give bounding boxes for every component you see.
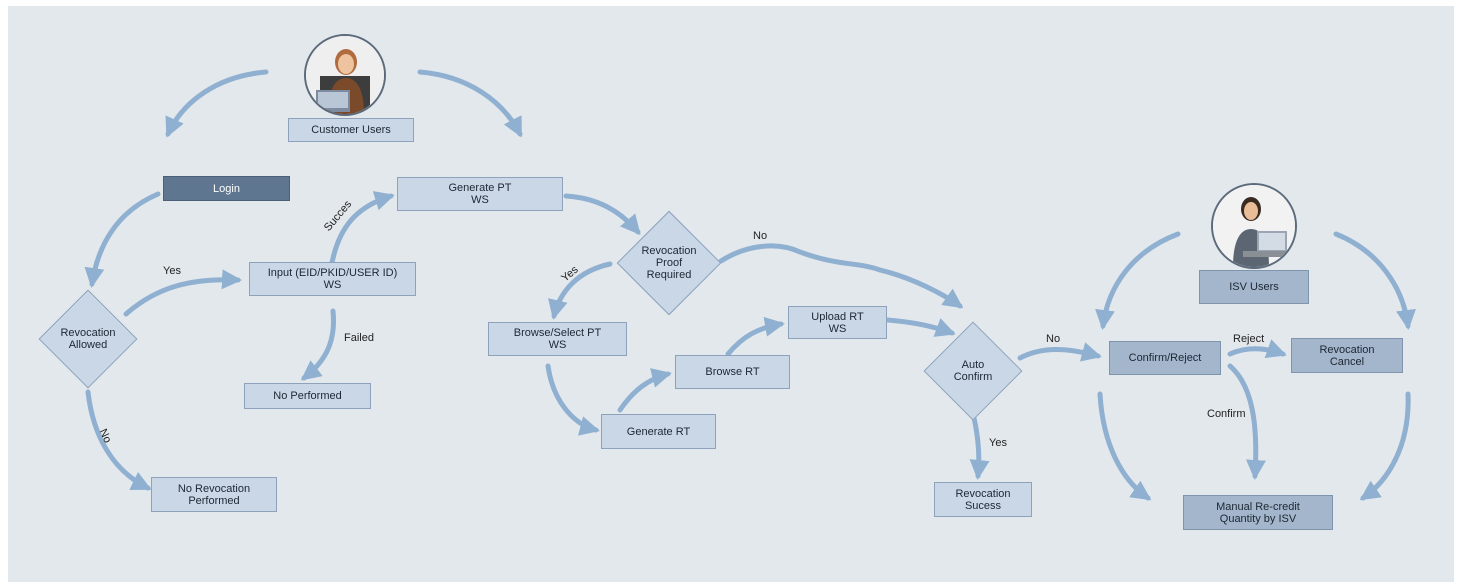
- no-revocation-performed-node: No Revocation Performed: [151, 477, 277, 512]
- revocation-allowed-label: Revocation Allowed: [60, 327, 116, 351]
- generate-pt-ws-node: Generate PT WS: [397, 177, 563, 211]
- failed-label: Failed: [344, 332, 374, 344]
- reject-label: Reject: [1233, 333, 1265, 345]
- browse-rt-node: Browse RT: [675, 355, 790, 389]
- arrow-pt-to-proof: [563, 193, 641, 236]
- isv-user-avatar-icon: [1211, 183, 1297, 269]
- arrow-left-to-manual: [1097, 391, 1152, 501]
- no-auto-label: No: [1046, 333, 1061, 345]
- revocation-allowed-decision: Revocation Allowed: [38, 289, 138, 389]
- yes-auto-label: Yes: [989, 437, 1007, 449]
- arrow-autoyes-to-success: [969, 415, 990, 480]
- login-node[interactable]: Login: [163, 176, 290, 201]
- arrow-browsert-to-upload: [725, 316, 785, 357]
- arrow-login-to-allowed: [84, 191, 161, 288]
- arrow-failed-to-noperformed: [300, 308, 337, 381]
- arrow-browse-to-generate: [545, 363, 600, 436]
- arrow-reject-to-cancel: [1227, 339, 1287, 359]
- arrow-isv-left: [1095, 231, 1181, 330]
- arrow-no-to-norevocation: [85, 389, 152, 491]
- revocation-cancel-node: Revocation Cancel: [1291, 338, 1403, 373]
- isv-users-node: ISV Users: [1199, 270, 1309, 304]
- arrow-no-to-auto: [718, 243, 964, 309]
- flow-diagram-canvas: Customer Users Login Revocation Allowed …: [8, 6, 1454, 582]
- auto-confirm-label: Auto Confirm: [953, 359, 993, 383]
- arrow-generate-to-browsert: [617, 368, 672, 413]
- generate-rt-node: Generate RT: [601, 414, 716, 449]
- arrow-success-to-pt: [328, 191, 395, 271]
- manual-recredit-node: Manual Re-credit Quantity by ISV: [1183, 495, 1333, 530]
- confirm-reject-node[interactable]: Confirm/Reject: [1109, 341, 1221, 375]
- revocation-proof-required-decision: Revocation Proof Required: [616, 210, 722, 316]
- arrow-customer-right: [417, 69, 523, 138]
- no-performed-node: No Performed: [244, 383, 371, 409]
- revocation-sucess-node: Revocation Sucess: [934, 482, 1032, 517]
- confirm-label: Confirm: [1207, 408, 1246, 420]
- arrow-yes-to-input: [123, 269, 242, 317]
- arrow-right-to-manual: [1359, 391, 1411, 501]
- arrow-confirm-to-manual: [1227, 363, 1266, 480]
- upload-rt-ws-node: Upload RT WS: [788, 306, 887, 339]
- arrow-customer-left: [165, 69, 269, 138]
- arrows-layer: [84, 69, 1416, 501]
- auto-confirm-decision: Auto Confirm: [923, 321, 1023, 421]
- revocation-proof-required-label: Revocation Proof Required: [641, 245, 697, 281]
- arrow-upload-to-auto: [885, 317, 956, 337]
- yes-allowed-label: Yes: [163, 265, 181, 277]
- browse-select-pt-ws-node: Browse/Select PT WS: [488, 322, 627, 356]
- customer-user-avatar-icon: [304, 34, 386, 116]
- arrow-yes-to-browse: [548, 261, 613, 320]
- input-ws-node: Input (EID/PKID/USER ID) WS: [249, 262, 416, 296]
- no-proof-label: No: [753, 230, 768, 242]
- arrow-isv-right: [1333, 231, 1416, 330]
- arrow-autono-to-confirm: [1017, 342, 1102, 362]
- customer-users-node: Customer Users: [288, 118, 414, 142]
